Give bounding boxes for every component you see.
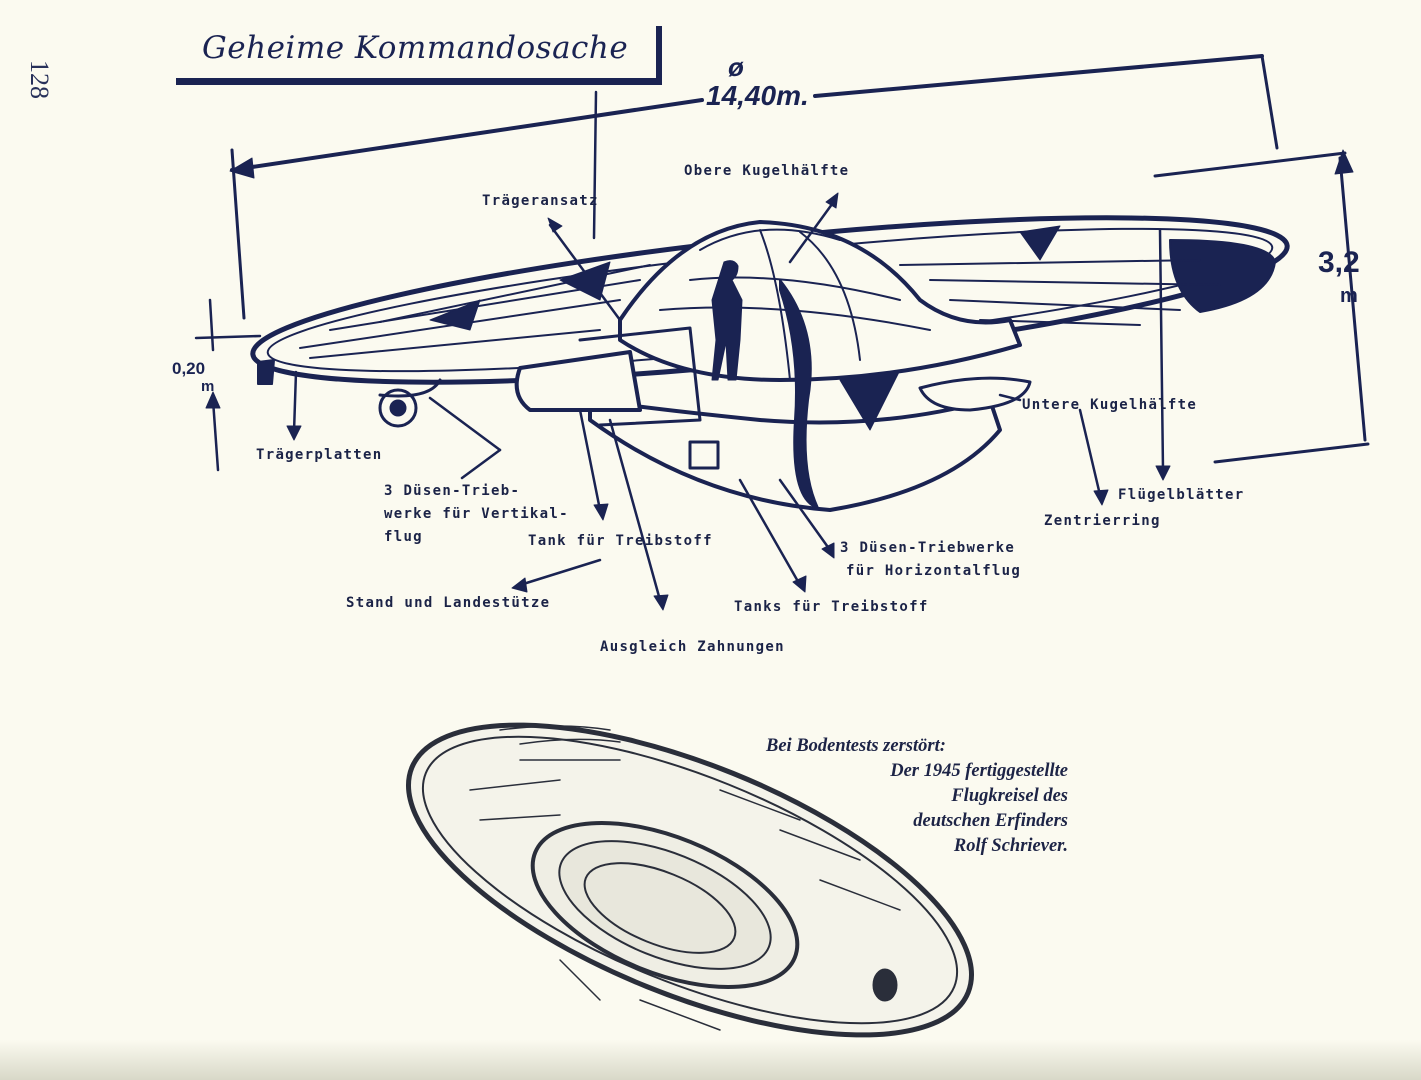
label-traegeransatz: Trägeransatz [482,193,599,209]
saucer-cutaway [250,215,1290,512]
leader-lines [286,192,1171,611]
label-traegerplatten: Trägerplatten [256,447,383,463]
rim-thickness-unit: m [201,378,215,395]
diameter-dimension-line [229,54,1279,320]
caption-line: Der 1945 fertiggestellte [890,761,1068,781]
classification-stamp: Geheime Kommandosache [176,26,662,90]
label-duesen-vertikal-line: flug [384,529,423,545]
label-duesen-horizontal: 3 Düsen-Triebwerke für Horizontalflug [840,537,1021,583]
label-duesen-horizontal-line: 3 Düsen-Triebwerke [840,540,1016,556]
page-number: 128 [25,60,54,99]
label-tanks-treibstoff: Tanks für Treibstoff [734,599,929,615]
diameter-symbol: ø [728,52,744,82]
page-edge-shadow [0,1040,1421,1080]
caption-line: Flugkreisel des [951,786,1068,806]
stamp-sidebar [656,26,662,85]
stamp-underline [176,78,660,85]
saucer-illustration [406,722,974,1038]
label-obere-kugelhaelfte: Obere Kugelhälfte [684,163,850,179]
height-dimension-line [1153,149,1370,464]
rim-thickness-value: 0,20 [172,359,206,378]
caption-line: deutschen Erfinders [913,811,1068,831]
stamp-text: Geheime Kommandosache [202,30,629,66]
label-zentrierring: Zentrierring [1044,513,1161,529]
label-duesen-horizontal-line: für Horizontalflug [846,563,1022,579]
diameter-value: 14,40m. [706,80,809,111]
photo-caption: Bei Bodentests zerstört: Der 1945 fertig… [742,734,1068,859]
label-duesen-vertikal: 3 Düsen-Trieb- werke für Vertikal- flug [384,480,569,549]
label-stand-landestuetze: Stand und Landestütze [346,595,551,611]
caption-line: Bei Bodentests zerstört: [766,736,946,756]
label-ausgleich-zahnungen: Ausgleich Zahnungen [600,639,785,655]
label-fluegelblaetter: Flügelblätter [1118,487,1245,503]
height-unit: m [1340,285,1358,307]
label-untere-kugelhaelfte: Untere Kugelhälfte [1022,397,1198,413]
label-tank-treibstoff: Tank für Treibstoff [528,533,713,549]
label-duesen-vertikal-line: werke für Vertikal- [384,506,569,522]
label-duesen-vertikal-line: 3 Düsen-Trieb- [384,483,521,499]
caption-line: Rolf Schriever. [953,836,1068,856]
height-value: 3,2 [1318,246,1360,279]
rim-dimension-line [194,298,262,472]
